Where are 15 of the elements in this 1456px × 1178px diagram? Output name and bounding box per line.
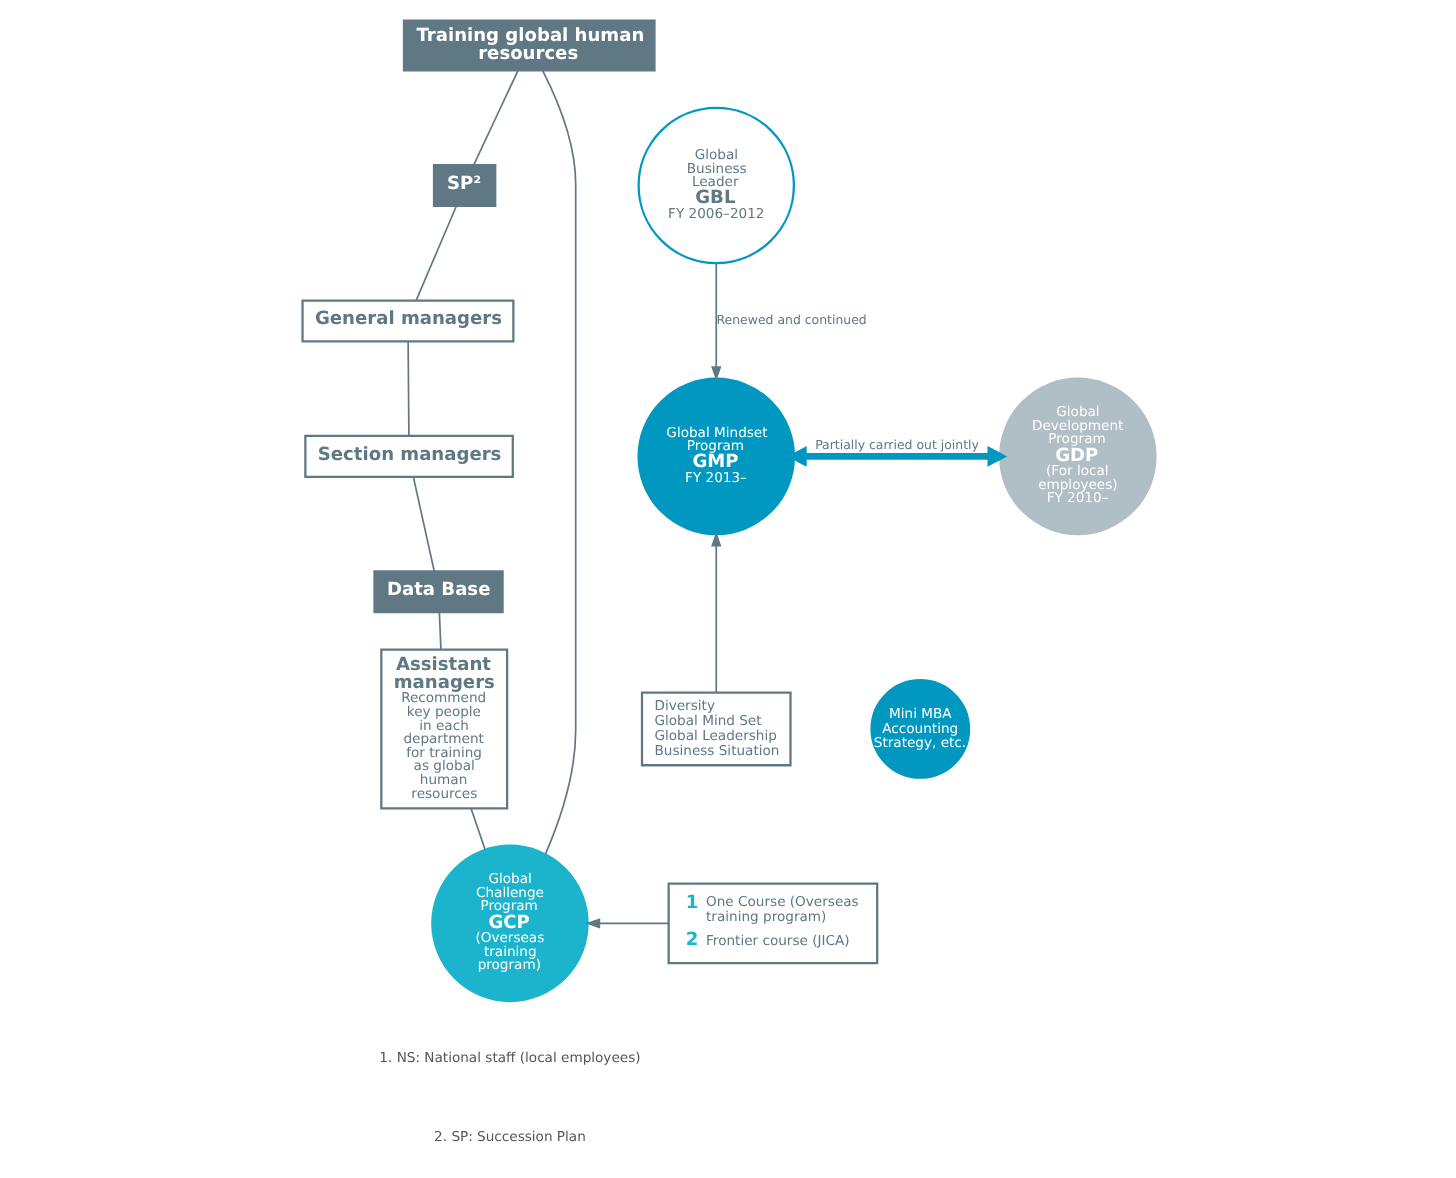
- connector: [540, 69, 576, 855]
- arrow: [584, 918, 669, 929]
- connector: [437, 611, 441, 651]
- node-box: Training global human resources: [401, 19, 655, 72]
- connector: [406, 340, 409, 437]
- connector: [414, 205, 457, 302]
- node-box: Data Base: [372, 570, 503, 614]
- connector: [469, 807, 485, 851]
- node-box: Section managers: [303, 434, 513, 478]
- connector: [411, 476, 435, 573]
- connector: [471, 69, 518, 166]
- arrow: [710, 531, 721, 694]
- node-box: General managers: [300, 299, 514, 343]
- arrow: [710, 262, 721, 382]
- node-box: SP²: [431, 163, 496, 208]
